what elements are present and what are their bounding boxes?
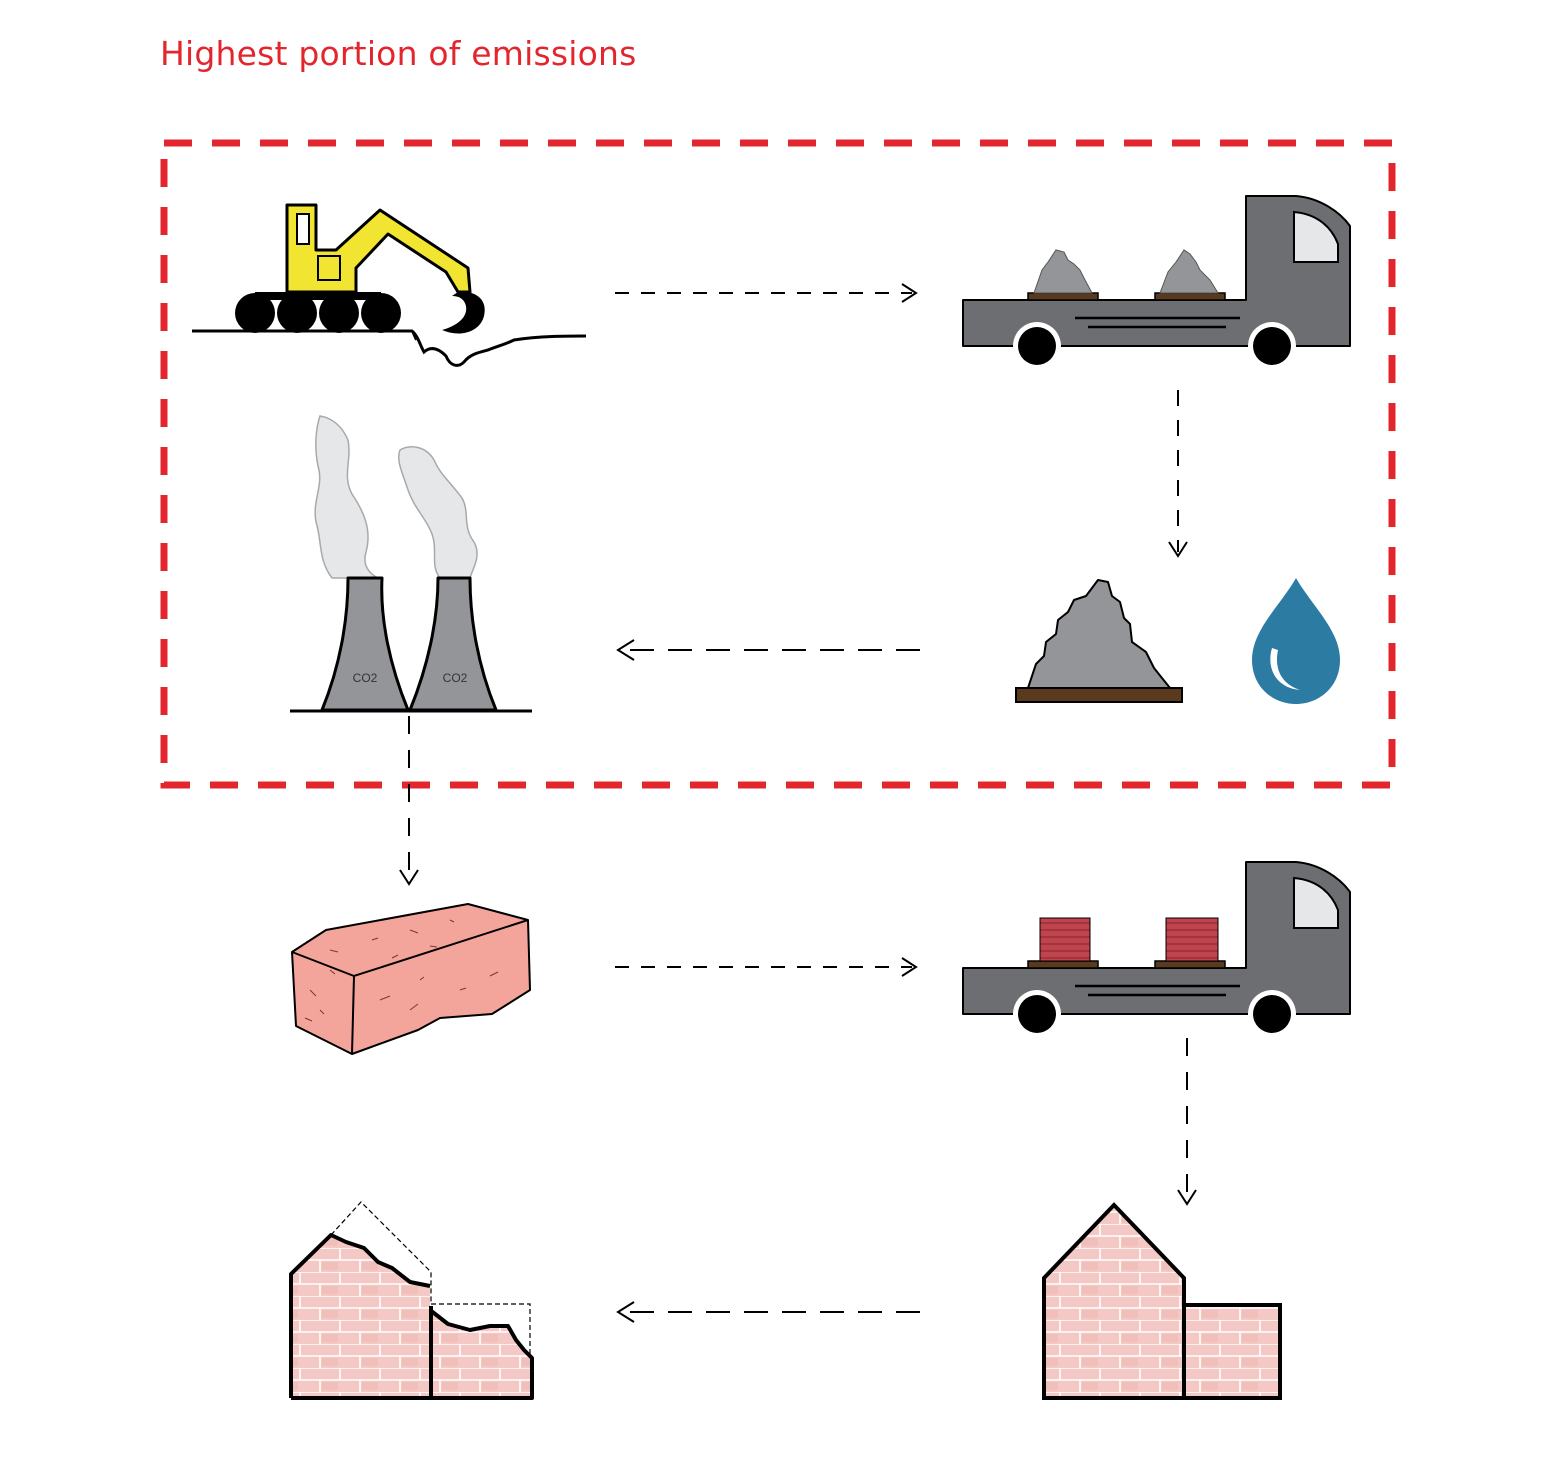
arrow-materials-to-factory [616,639,920,661]
rock-pile-icon [1015,579,1183,703]
truck-with-bricks-icon [962,861,1351,1038]
arrow-transport-to-building [1177,1038,1197,1206]
arrow-factory-to-brick [399,716,419,886]
house-icon [1042,1202,1282,1400]
brick-icon [291,903,531,1055]
truck-with-rocks-icon [962,195,1351,370]
excavator-icon [192,203,587,367]
demolished-house-icon [289,1201,534,1400]
chimney-label: CO2 [443,671,468,685]
highlight-title: Highest portion of emissions [160,34,637,73]
chimney-label: CO2 [353,671,378,685]
arrow-transport-to-materials [1168,390,1188,558]
arrow-building-to-demolition [616,1301,920,1323]
water-drop-icon [1252,578,1340,704]
arrow-brick-to-transport [615,957,918,977]
highest-emissions-frame [160,139,1396,789]
arrow-dig-to-transport [615,283,918,303]
factory-chimneys-icon: CO2 CO2 [290,415,532,713]
